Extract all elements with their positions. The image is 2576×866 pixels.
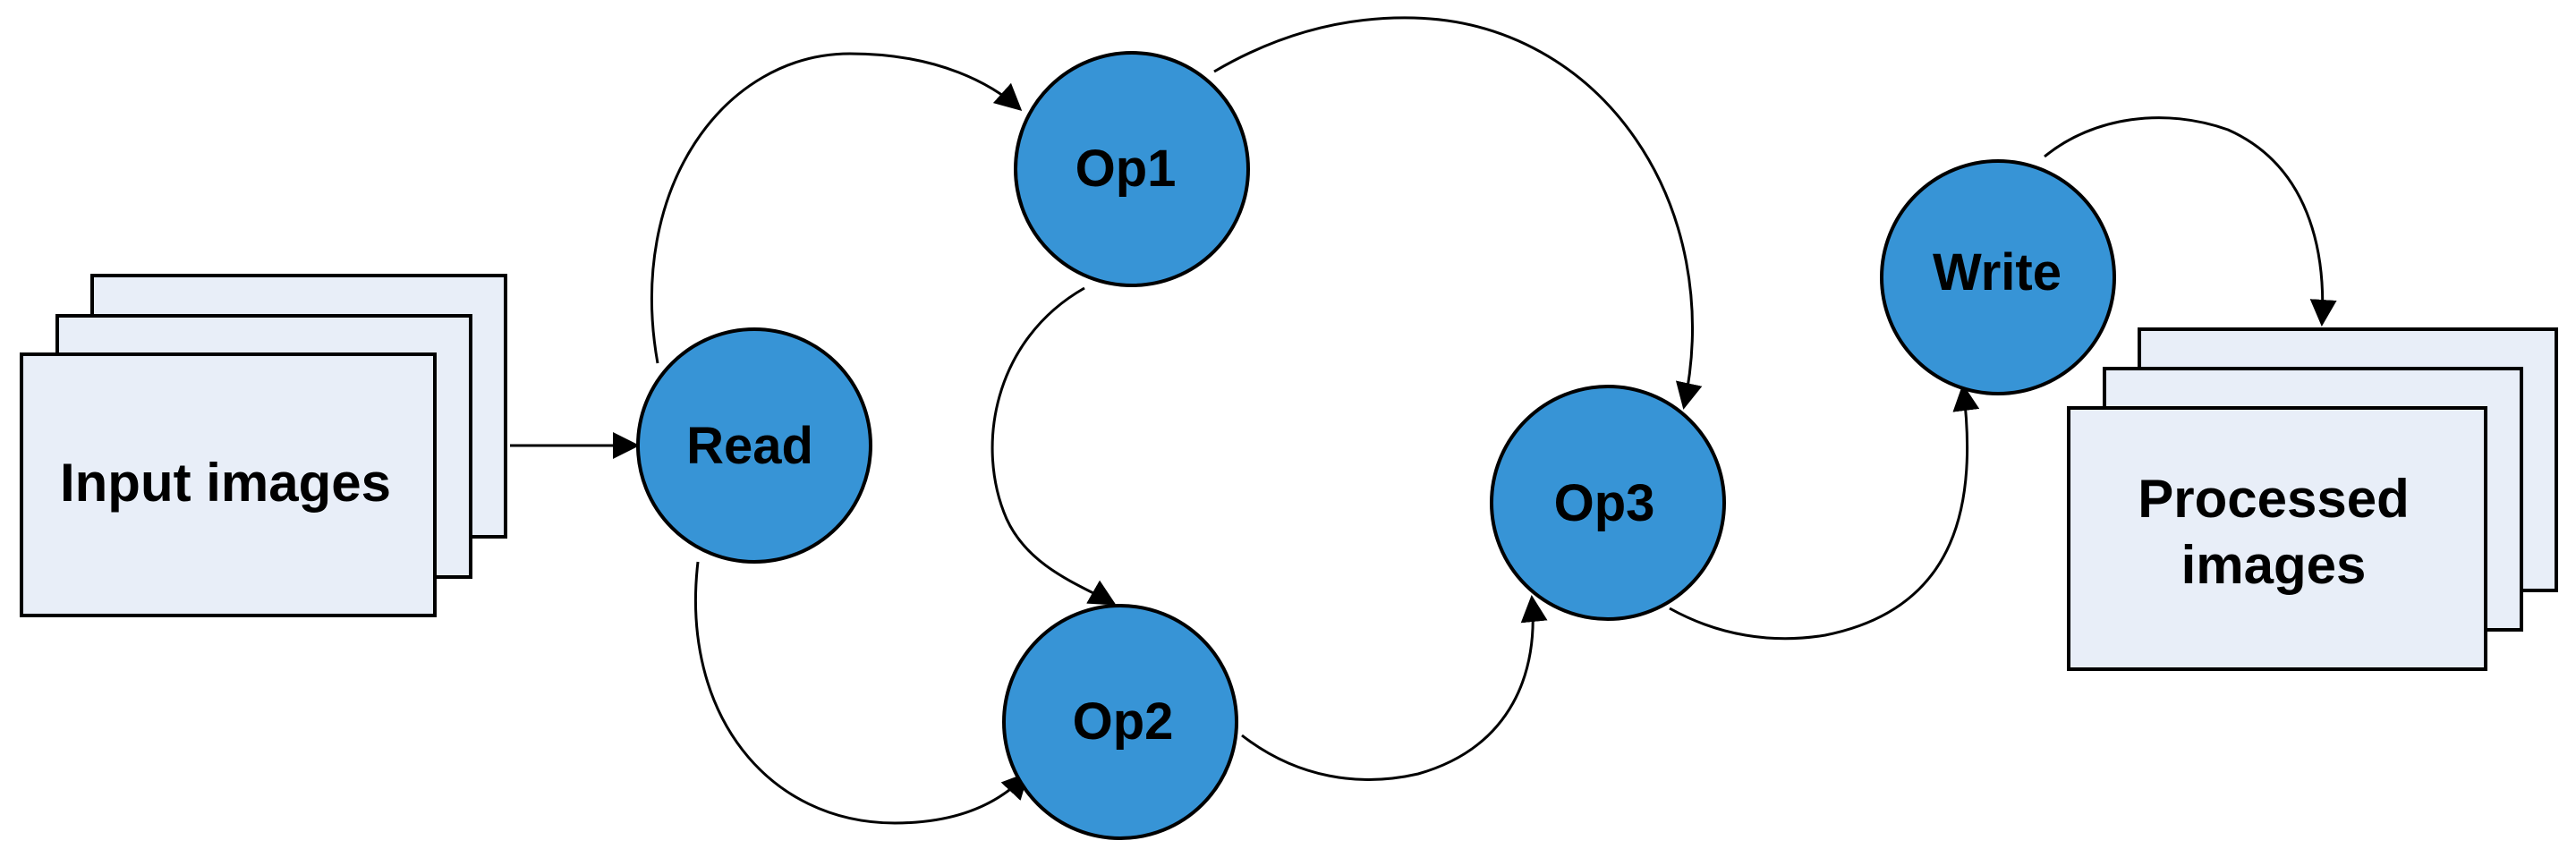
node-write-circle (1880, 159, 2116, 395)
processed-images-stack: Processed images (2067, 327, 2558, 671)
node-read: Read (636, 327, 872, 564)
node-read-circle (636, 327, 872, 564)
node-op3-label: Op3 (1554, 474, 1655, 532)
edge-op2-to-op3 (1241, 595, 1548, 781)
edge-write-to-processed (2044, 116, 2337, 327)
edge-read-to-op1 (650, 52, 1023, 364)
node-op2: Op2 (1002, 604, 1238, 840)
node-op1-label: Op1 (1075, 140, 1177, 198)
node-op2-circle (1002, 604, 1238, 840)
node-op1: Op1 (1014, 51, 1250, 287)
output-stack-page-front (2067, 406, 2487, 671)
input-images-stack: Input images (20, 274, 507, 617)
node-op3-circle (1490, 385, 1726, 621)
node-op3: Op3 (1490, 385, 1726, 621)
output-stack-label-line2: images (2181, 535, 2367, 595)
edge-read-to-op2 (693, 561, 1030, 825)
node-op2-label: Op2 (1073, 692, 1174, 751)
edge-op1-to-op2 (990, 286, 1117, 606)
edge-op1-to-op3 (1213, 16, 1703, 410)
output-stack-label-line1: Processed (2138, 469, 2410, 529)
input-stack-label: Input images (60, 453, 391, 513)
node-write-label: Write (1933, 243, 2062, 301)
node-read-label: Read (686, 417, 813, 475)
node-op1-circle (1014, 51, 1250, 287)
edge-op3-to-write (1669, 384, 1980, 641)
input-stack-page-front (20, 352, 437, 617)
edges (510, 16, 2337, 825)
node-write: Write (1880, 159, 2116, 395)
